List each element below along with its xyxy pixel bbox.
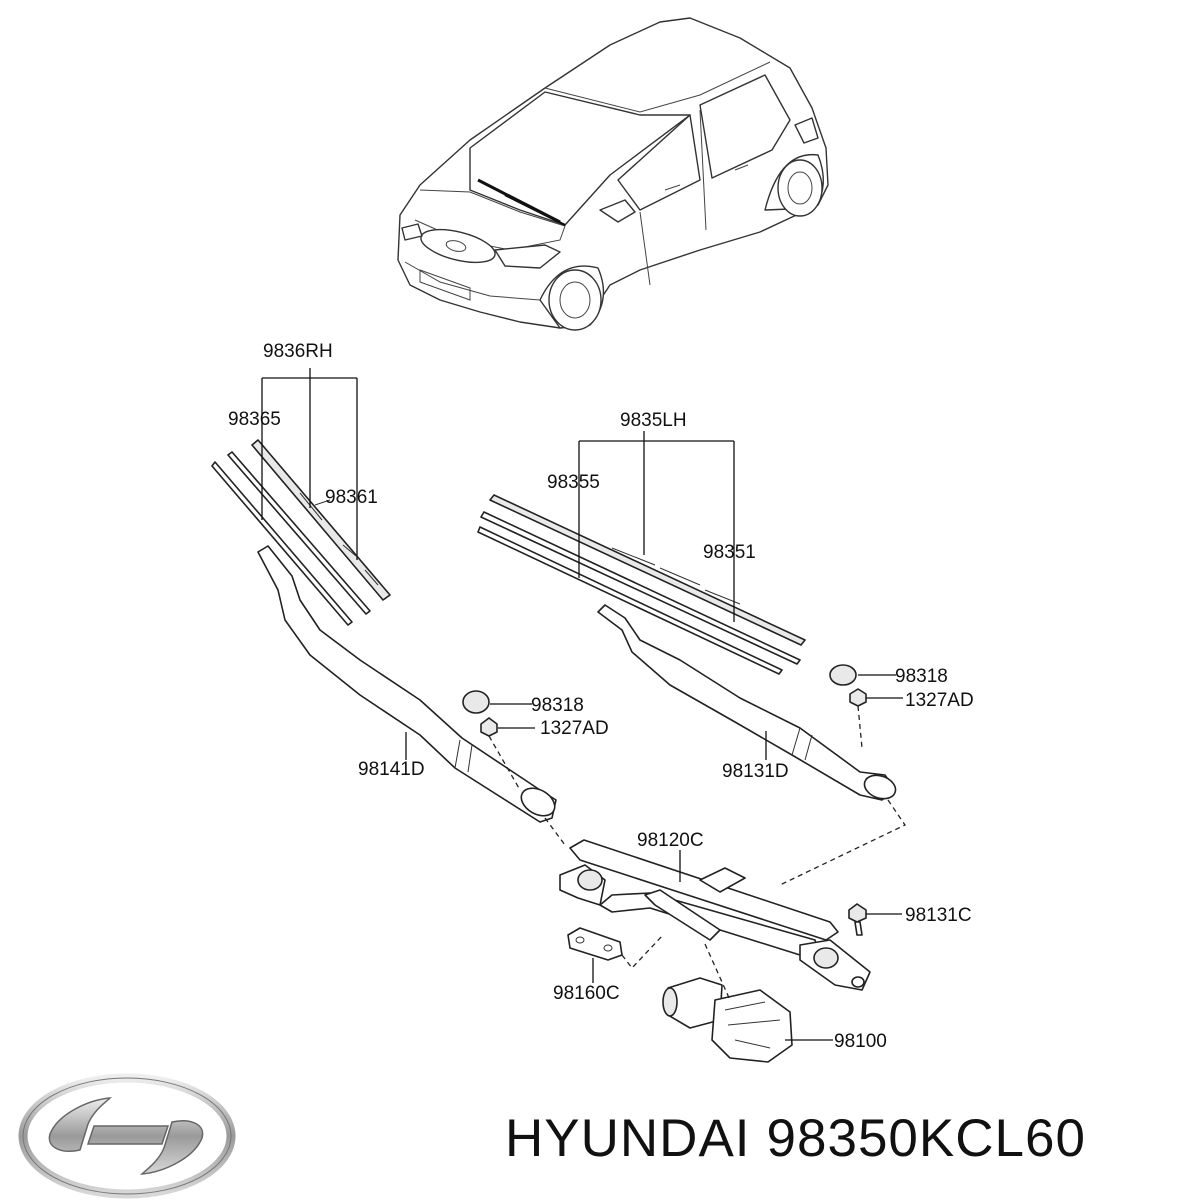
arm-left-group: 98318 1327AD 98141D: [257, 545, 609, 846]
car-illustration: [397, 17, 829, 331]
motor-group: 98100: [662, 943, 887, 1063]
callout-98131c: 98131C: [905, 905, 972, 926]
callout-98365: 98365: [228, 409, 281, 430]
callout-9835lh: 9835LH: [620, 410, 687, 431]
linkage-group: 98120C: [559, 830, 871, 991]
arm-right-group: 98318 1327AD 98131D: [597, 604, 974, 886]
callout-98351: 98351: [703, 542, 756, 563]
brand-name: HYUNDAI: [505, 1109, 751, 1168]
hyundai-logo-icon: [18, 1073, 236, 1199]
part-number: 98350KCL60: [766, 1109, 1086, 1168]
callout-98318-right: 98318: [895, 666, 948, 687]
callout-98355: 98355: [547, 472, 600, 493]
callout-98131d: 98131D: [722, 761, 789, 782]
bolt-group: 98131C: [848, 903, 972, 936]
callout-98141d: 98141D: [358, 759, 425, 780]
callout-98160c: 98160C: [553, 983, 620, 1004]
part-title: HYUNDAI 98350KCL60: [505, 1108, 1102, 1169]
callout-98318-left: 98318: [531, 695, 584, 716]
rh-blade-group: 9836RH 98365 98361: [211, 341, 391, 626]
callout-98361: 98361: [325, 487, 378, 508]
callout-9836rh: 9836RH: [263, 341, 333, 362]
callout-1327ad-left: 1327AD: [540, 718, 609, 739]
callout-98120c: 98120C: [637, 830, 704, 851]
callout-98100: 98100: [834, 1031, 887, 1052]
bracket-group: 98160C: [553, 927, 664, 1004]
lh-blade-group: 9835LH 98355 98351: [477, 410, 806, 675]
callout-1327ad-right: 1327AD: [905, 690, 974, 711]
